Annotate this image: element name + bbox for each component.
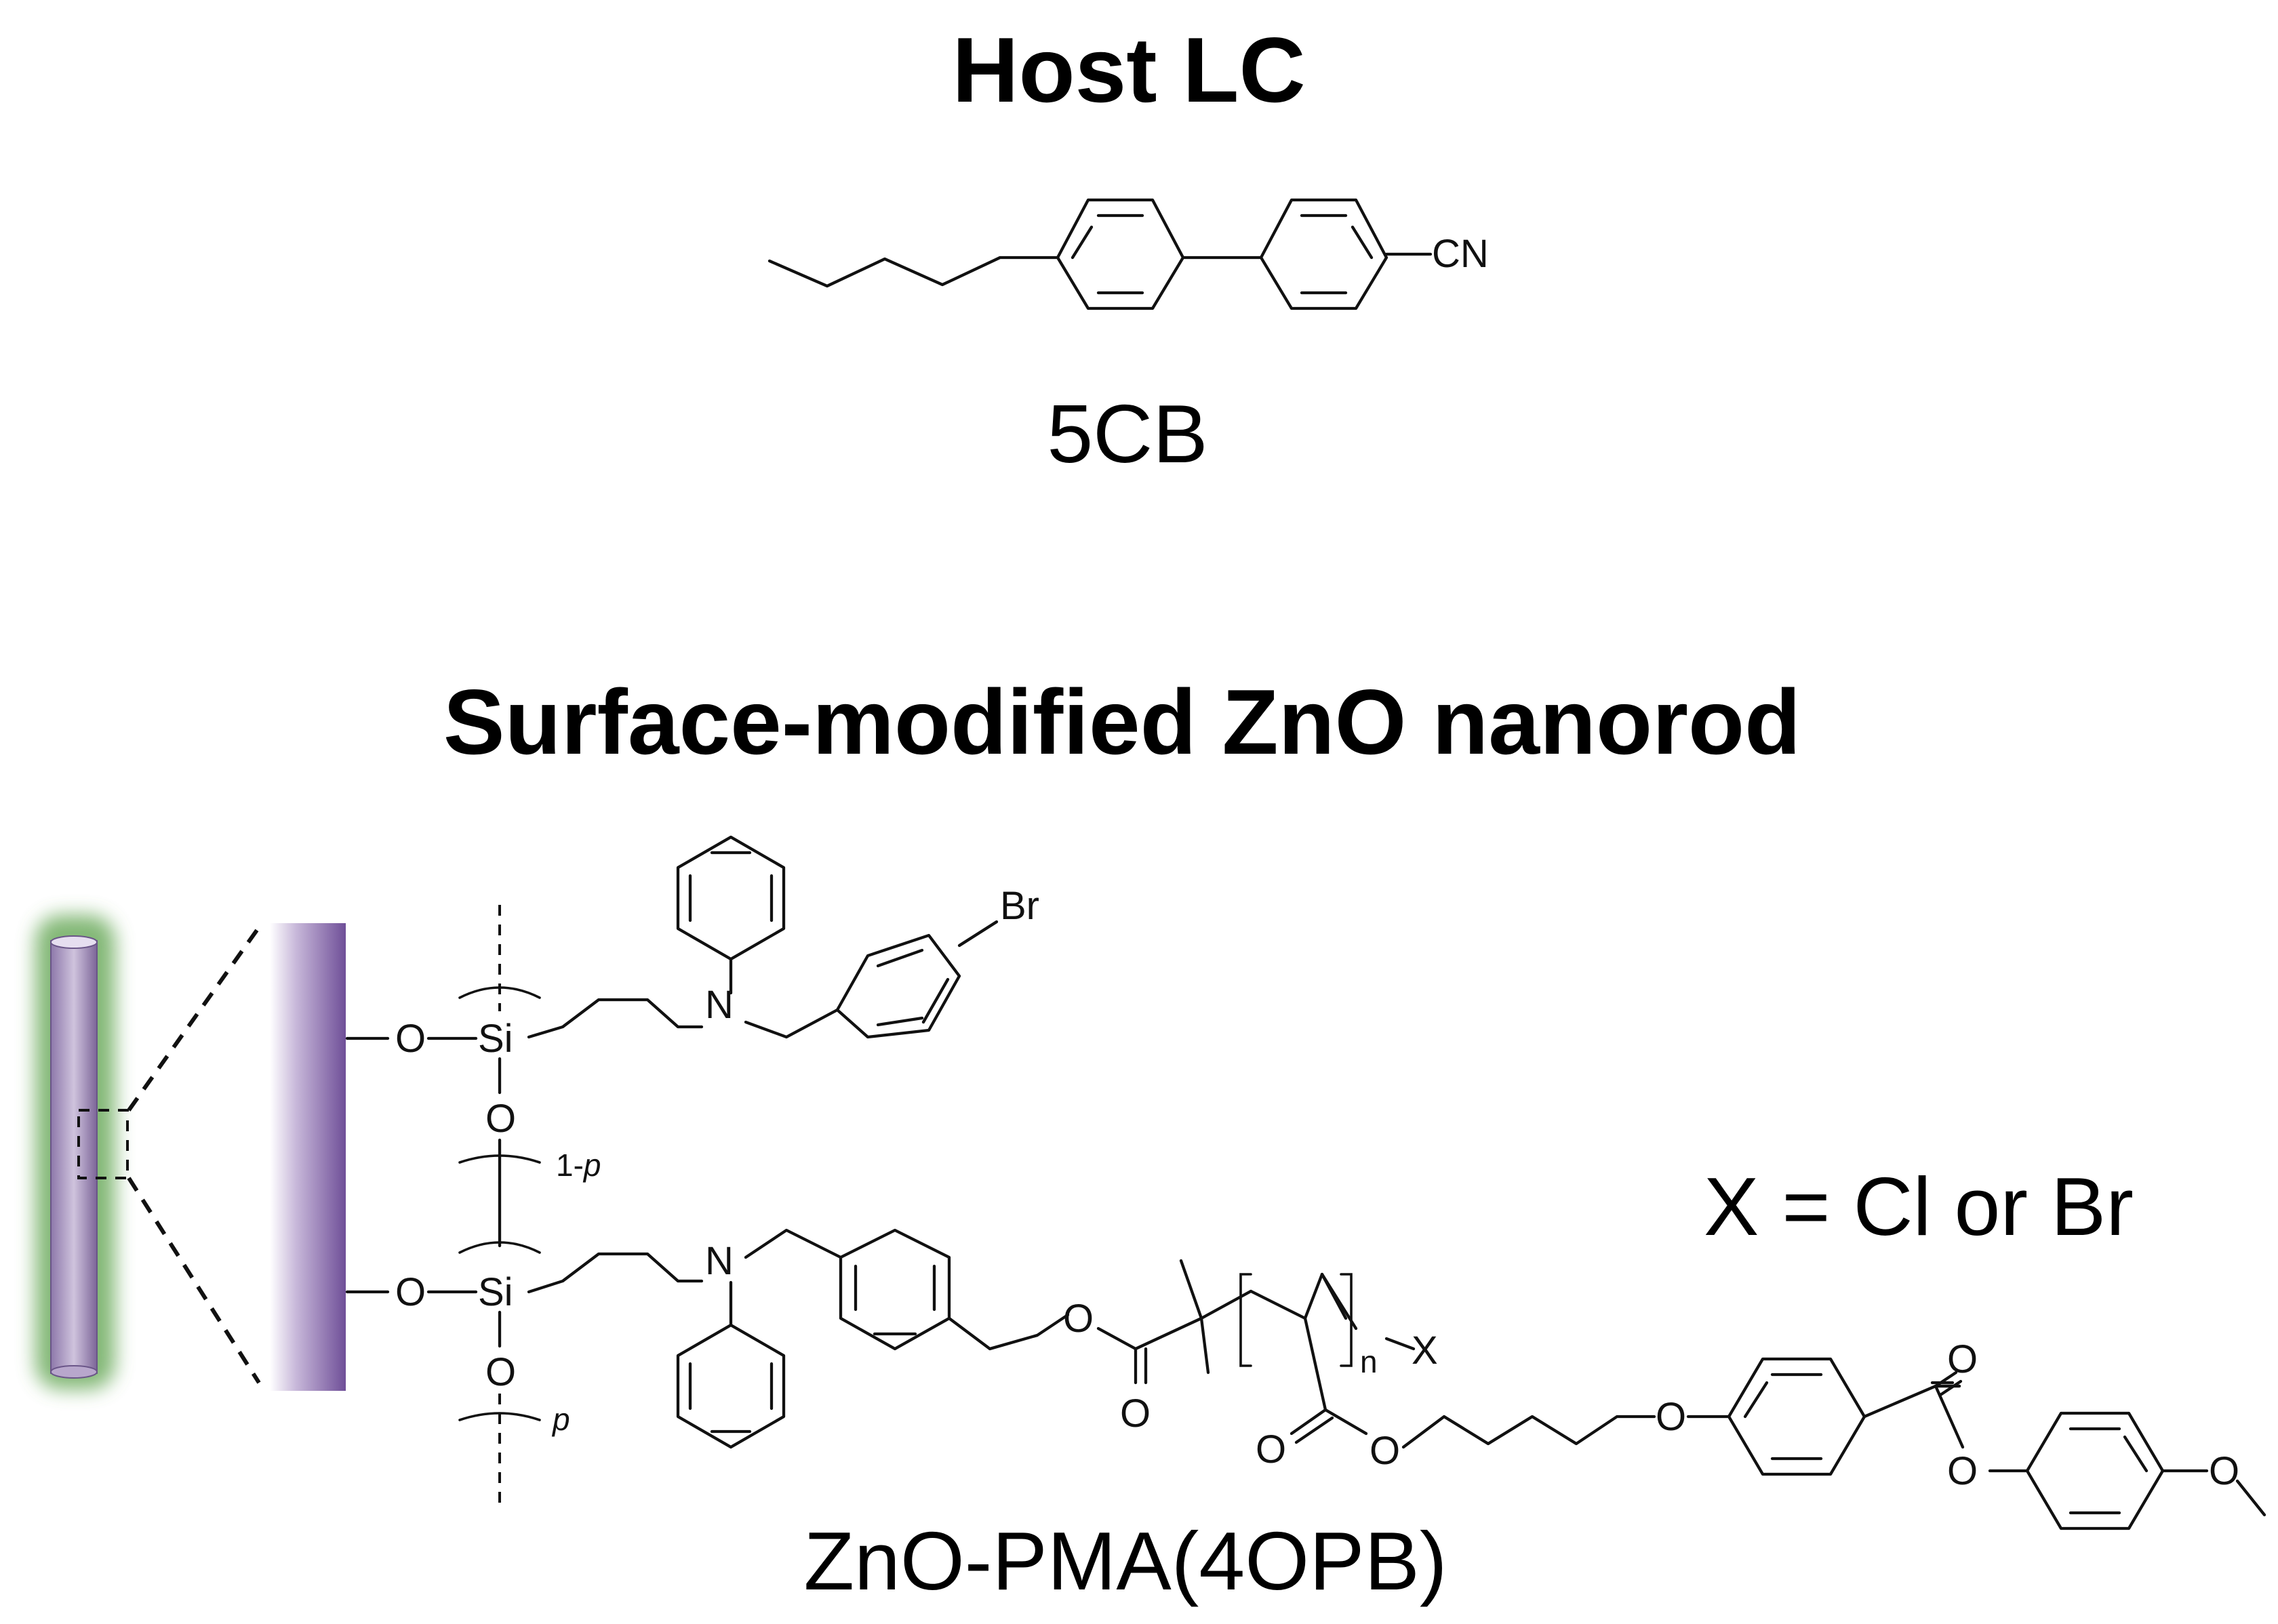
bromophenyl-ring: [835, 933, 961, 1039]
siloxane-tail: O p: [458, 1310, 570, 1508]
repeat-n-label: n: [1360, 1344, 1378, 1379]
oxygen-label: O: [2209, 1449, 2239, 1493]
nitrogen-label: N: [705, 983, 734, 1027]
oxygen-label: O: [1120, 1392, 1151, 1436]
zno-nanorod: [35, 915, 115, 1389]
silane-upper-unit: O Si N Br: [345, 835, 1039, 1061]
silicon-label: Si: [478, 1270, 513, 1314]
zoom-box: [77, 1109, 129, 1179]
oxygen-label: O: [395, 1017, 426, 1061]
biphenyl-ring-2: [1259, 198, 1388, 310]
oxygen-label: O: [485, 1097, 516, 1141]
surface-nanorod-heading: Surface-modified ZnO nanorod: [443, 670, 1801, 773]
oxygen-label: O: [1947, 1449, 1978, 1493]
zno-pma-caption: ZnO-PMA(4OPB): [803, 1515, 1447, 1607]
silicon-label: Si: [478, 1017, 513, 1061]
zno-surface-slab: [270, 923, 346, 1391]
nitrogen-label: N: [705, 1239, 734, 1283]
oxygen-label: O: [1947, 1337, 1978, 1381]
oxygen-label: O: [395, 1270, 426, 1314]
end-group-x-label: X: [1412, 1328, 1438, 1373]
oxygen-label: O: [1063, 1297, 1094, 1341]
bromo-label: Br: [1000, 884, 1039, 928]
zoom-line-bottom: [127, 1177, 261, 1384]
oxygen-label: O: [485, 1350, 516, 1394]
5cb-structure: CN: [767, 198, 1489, 310]
phenyl-ring: [676, 835, 786, 961]
zoom-line-top: [127, 926, 261, 1112]
host-lc-heading: Host LC: [952, 18, 1305, 121]
oxygen-label: O: [1256, 1427, 1286, 1471]
benzoate-ring: [1727, 1357, 1866, 1476]
fraction-p-label: p: [551, 1402, 570, 1437]
oxygen-label: O: [1370, 1429, 1400, 1473]
oxygen-label: O: [1656, 1395, 1686, 1439]
methoxyphenyl-ring: [2025, 1411, 2165, 1530]
x-definition-caption: X = Cl or Br: [1704, 1160, 2134, 1253]
pentyl-chain: [767, 256, 1060, 288]
cyano-label: CN: [1432, 232, 1489, 276]
fraction-one-minus-p: 1-p: [556, 1148, 601, 1183]
biphenyl-ring-1: [1056, 198, 1185, 310]
silane-lower-unit: O Si N O O n: [345, 1228, 2266, 1530]
benzyl-ring: [839, 1228, 951, 1351]
5cb-caption: 5CB: [1047, 388, 1207, 480]
phenyl-ring: [676, 1323, 786, 1449]
siloxane-link: O 1-p: [458, 1057, 601, 1248]
